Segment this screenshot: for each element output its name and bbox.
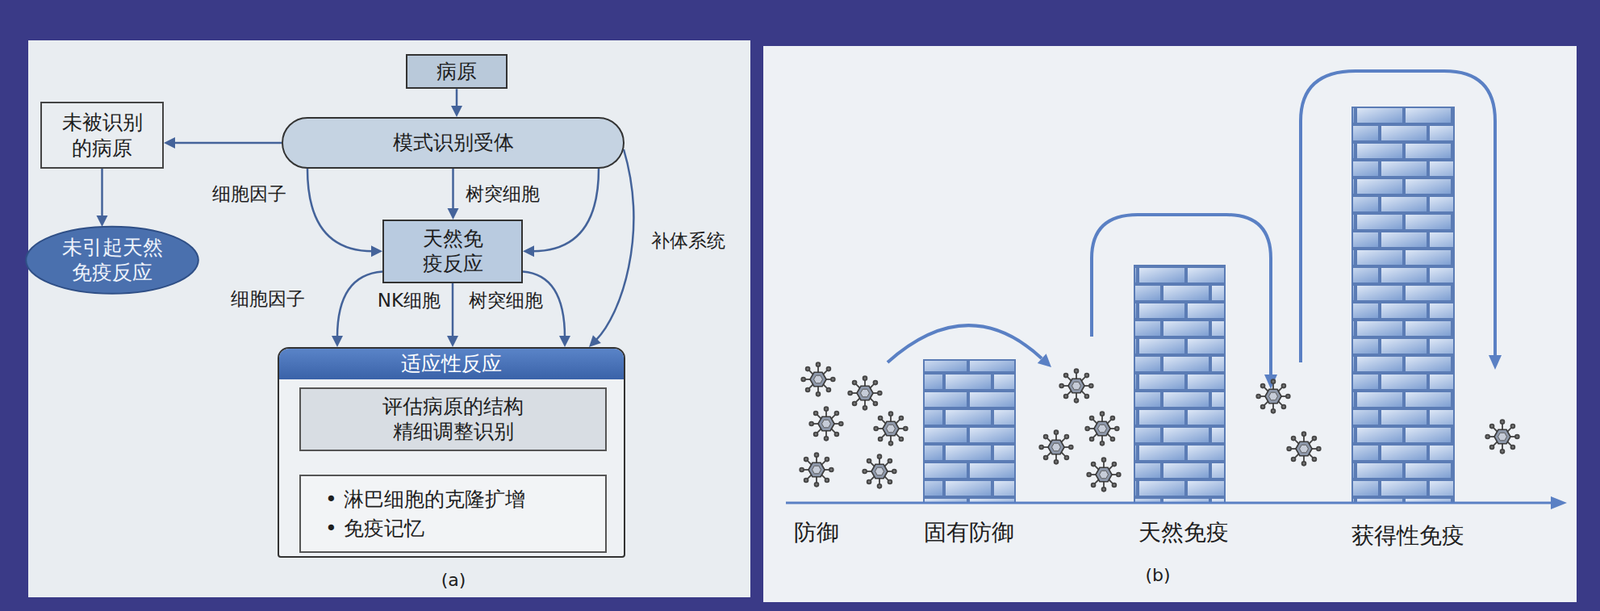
virus-icon (848, 375, 882, 410)
jump-arrow (1300, 71, 1496, 363)
assess-box: 评估病原的结构 精细调整识别 (299, 387, 607, 452)
connector (96, 168, 109, 227)
jump-arrow (887, 325, 1042, 363)
panel-b (763, 45, 1577, 602)
text-group: 未引起天然 免疫反应 (55, 234, 169, 286)
node-text: 病原 (436, 58, 477, 84)
brick-wall (1134, 265, 1225, 503)
virus-icon (801, 362, 835, 396)
arrow-head (371, 245, 383, 257)
edge-label: NK细胞 (375, 289, 443, 313)
connector (447, 168, 460, 220)
virus-icon (1256, 379, 1290, 413)
edge-label: 树突细胞 (463, 183, 543, 206)
text-group: 模式识别受体 (392, 129, 514, 155)
connector-line (455, 88, 459, 108)
virus-icon (873, 411, 907, 445)
connector-line (100, 168, 104, 218)
connector (451, 88, 463, 117)
jump-arrow (1091, 214, 1271, 376)
node-text: 模式识别受体 (392, 129, 514, 155)
virus-icon (799, 452, 833, 486)
unrecognized-box: 未被识别 的病原 (40, 101, 164, 169)
connector-line (595, 149, 634, 341)
text-group: 评估病原的结构 精细调整识别 (376, 393, 531, 445)
ellipse-outline (25, 226, 199, 294)
virus-icon (1085, 411, 1119, 445)
connector (589, 149, 634, 347)
connector (163, 137, 282, 149)
arrow-heads (1037, 353, 1502, 389)
connector-line (532, 168, 599, 251)
text-group: 病原 (436, 58, 477, 84)
connector (522, 168, 599, 257)
brick-wall (1352, 107, 1454, 503)
arrow-head (331, 335, 343, 347)
connector-line (451, 168, 455, 210)
axis-arrow (1550, 496, 1567, 510)
virus-icon (1059, 368, 1093, 402)
arrow-head (559, 335, 571, 347)
connector-line (307, 168, 373, 251)
connector-line (173, 142, 282, 145)
axis-label: 固有防御 (923, 517, 1015, 548)
text-group: 未被识别 的病原 (55, 109, 149, 161)
ellipse-shape (24, 224, 201, 297)
arrow-head (447, 208, 460, 220)
innate-box: 天然免 疫反应 (382, 219, 523, 284)
node-text: 未引起天然 免疫反应 (55, 234, 169, 286)
arrow-head (522, 245, 535, 257)
arrow-head (1488, 355, 1502, 370)
edge-label: 细胞因子 (228, 288, 308, 311)
receptor-pill: 模式识别受体 (281, 116, 625, 169)
node-text: 评估病原的结构 精细调整识别 (376, 393, 531, 445)
axis-label: 天然免疫 (1138, 517, 1229, 548)
node-text: • 淋巴细胞的克隆扩增 (325, 486, 526, 512)
connector-line (451, 283, 455, 339)
virus-icon (809, 406, 843, 440)
node-text: 天然免 疫反应 (416, 225, 489, 277)
header-text: 适应性反应 (401, 350, 502, 376)
panel-label: (a) (441, 569, 467, 590)
virus-icon (1086, 457, 1120, 491)
jump-arrows (887, 71, 1496, 376)
edge-label: 补体系统 (648, 229, 728, 253)
no-response-ellipse: 未引起天然 免疫反应 (24, 224, 201, 297)
node-text: 未被识别 的病原 (55, 109, 149, 161)
pathogen-box: 病原 (405, 54, 508, 89)
arrow-head (446, 335, 459, 347)
text-group: 天然免 疫反应 (416, 225, 489, 277)
header-band: 适应性反应 (279, 348, 624, 380)
node-text: • 免疫记忆 (325, 515, 425, 541)
text-group: • 淋巴细胞的克隆扩增 • 免疫记忆 (325, 484, 526, 543)
virus-icon (1039, 430, 1073, 464)
axis-label: 防御 (793, 517, 840, 548)
arrow-head (1037, 353, 1052, 368)
edge-label: 树突细胞 (466, 289, 546, 313)
virus-icon (862, 454, 896, 488)
panel-label: (b) (1144, 564, 1170, 585)
adaptive-panel: 适应性反应评估病原的结构 精细调整识别 • 淋巴细胞的克隆扩增 • 免疫记忆 (277, 346, 626, 558)
connector (446, 283, 459, 348)
arrow-head (163, 137, 176, 149)
outcome-box: • 淋巴细胞的克隆扩增 • 免疫记忆 (299, 474, 607, 553)
connector (307, 168, 383, 257)
defense-walls (923, 107, 1454, 503)
arrow-head (589, 334, 602, 347)
virus-icon (1286, 431, 1321, 465)
virus-group (799, 362, 1519, 491)
axis-line (785, 501, 1554, 505)
arrow-head (96, 215, 109, 227)
brick-wall (923, 359, 1016, 503)
axis-label: 获得性免疫 (1351, 520, 1465, 552)
arrow-head (451, 105, 463, 117)
virus-icon (1485, 419, 1519, 453)
panel-a (28, 40, 751, 598)
edge-label: 细胞因子 (209, 183, 289, 206)
